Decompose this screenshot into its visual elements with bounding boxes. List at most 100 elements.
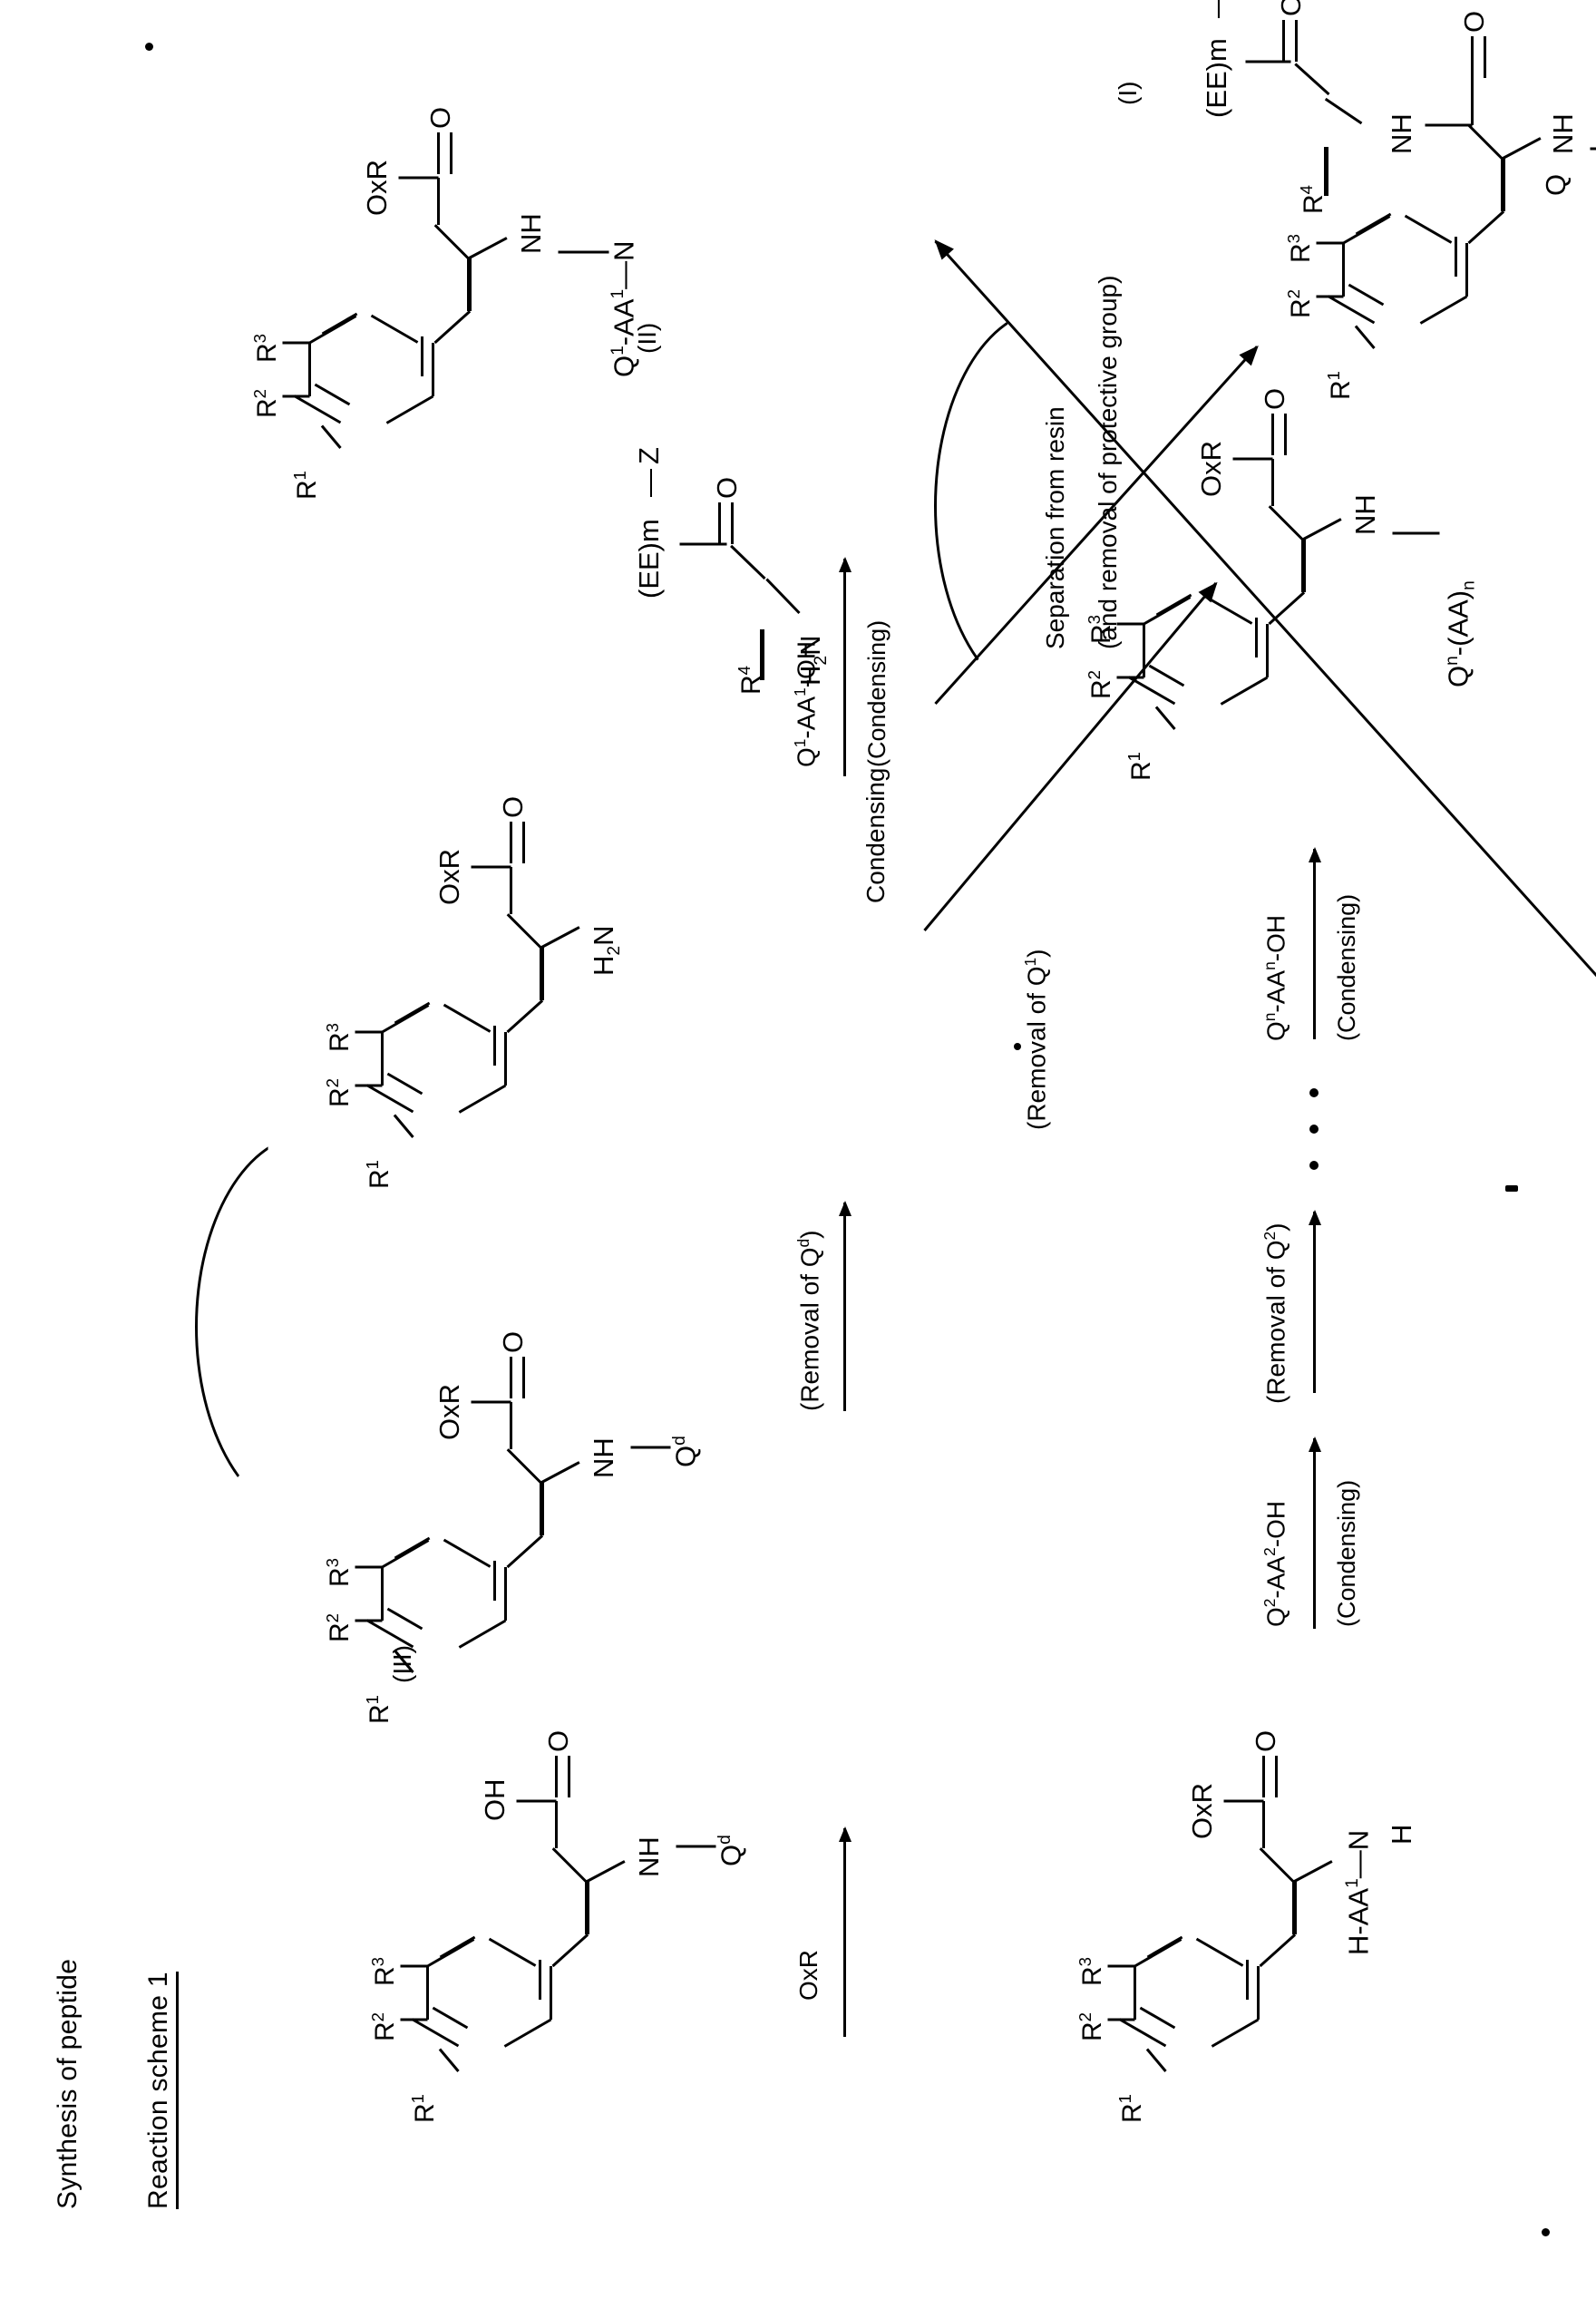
bond-n-alpha2 [1324,97,1363,125]
label-o-7: O [1458,10,1490,33]
bond-co-1 [510,1357,512,1398]
label-oxr-5: OxR [1186,1783,1218,1839]
reagent-condensing-3: (Condensing) [1333,893,1360,1041]
bond-ch2-a [1467,210,1505,245]
bond-co-1 [510,822,512,863]
bond-c-oxr [398,176,439,180]
label-r1: R1 [1124,751,1156,781]
bond-wedge [467,258,472,311]
bond-c-oh [516,1799,557,1803]
bond-alpha-n [540,1461,580,1485]
bond-n-q1aa1 [558,250,609,254]
label-r1: R1 [290,470,322,500]
bond-n-qnaan [1392,531,1440,535]
benzene-ring [365,1536,507,1649]
bond-carbonyl-c [1471,78,1474,125]
bond-co-2 [1284,414,1287,455]
scan-speck [1505,1185,1518,1192]
label-h-aa1-h: H [1386,1824,1417,1845]
label-r2: R2 [368,2011,400,2041]
label-r1: R1 [363,1694,394,1724]
bond-co-1 [437,132,440,174]
label-o-2: O [497,1330,529,1353]
bond-alpha-n [585,1860,626,1884]
bond-carbonyl-c [510,867,512,914]
bond-wedge [1292,1882,1297,1934]
bond-carbonyl-c [1262,1801,1265,1848]
bond-ch2-a [433,310,472,345]
formula-number-ii: (II) [633,322,661,354]
bond-wedge [1301,540,1306,592]
bond-carbonyl-c [437,178,440,225]
bond-ch2-a [506,1534,544,1569]
benzene-ring [365,1001,507,1114]
label-r3: R3 [250,333,282,363]
bond-alpha2-carbonyl [1294,63,1330,96]
label-eem-final: (EE)m [1201,38,1232,118]
benzene-ring [293,312,434,424]
label-r4-final: R4 [1297,184,1328,214]
ellipsis-dot [1309,1088,1319,1097]
label-qd-2: Qd [669,1436,702,1467]
label-z-ii: Z [633,447,665,464]
reagent-oxr: OxR [794,1950,822,2001]
label-r1: R1 [363,1159,394,1189]
bond-ch2-a [1259,1933,1297,1968]
bond-r2 [1107,2018,1135,2021]
label-r2: R2 [1284,288,1316,318]
bond-r3 [1316,241,1344,245]
bond-ch2-a [1268,591,1306,626]
bond-alpha-c [506,1448,542,1485]
label-r1: R1 [408,2093,440,2123]
bond-carbonyl-c [555,1801,558,1848]
scan-speck [145,43,153,51]
label-o-8: O [1275,0,1307,16]
reagent-condensing-1: (Condensing) [863,619,890,767]
bond-r1 [1154,706,1176,730]
label-eem: (EE)m [633,519,665,599]
bond-ch2-a [551,1933,589,1968]
bond-r3 [355,1030,383,1034]
bond-co-1 [731,502,734,544]
label-r2: R2 [250,388,282,418]
bond-alpha-n [1501,137,1542,161]
label-r2: R2 [323,1077,355,1107]
label-qn-aan: Qn-(AA)n [1442,580,1479,687]
bond-ch2-a [506,999,544,1034]
label-q1-aa1: Q1-AA1—N [608,240,640,377]
bond-carbonyl-c [1271,459,1274,506]
label-o-ii: O [711,476,743,499]
bond-c-oxr [1232,457,1273,461]
bond-n-qd [630,1446,671,1449]
bond-n-q [1590,147,1596,151]
label-r2: R2 [1085,669,1116,699]
label-o-3: O [497,795,529,818]
bond-r2 [1116,676,1144,679]
bond-n-alpha [765,578,801,615]
bond-c-eem [679,542,727,546]
arrow-remove-qd [843,1203,846,1411]
ellipsis-dot [1309,1125,1319,1134]
bond-r2 [282,394,310,398]
bond-wedge [585,1882,589,1934]
label-nh-7: NH [1547,113,1579,154]
reagent-remove-qd: (Removal of Qd) [794,1230,824,1411]
label-nh-2: NH [588,1437,619,1478]
bond-alpha-c [1467,124,1504,161]
page-title-reaction-scheme: Reaction scheme 1 [143,1972,179,2209]
bond-co-1 [555,1756,558,1797]
ellipsis-dot [1309,1161,1319,1170]
reagent-condensing-2: (Condensing) [1333,1479,1360,1627]
page-title-synthesis: Synthesis of peptide [53,1958,83,2209]
benzene-ring [1118,1935,1260,2048]
bond-co-2 [1484,36,1486,78]
bond-alpha-c [1268,505,1304,541]
reagent-separation-from-resin: Separation from resin [1041,406,1069,649]
label-r3: R3 [323,1022,355,1052]
bond-alpha-c [1259,1847,1295,1884]
bond-alpha-n [1301,518,1342,541]
bond-co2-2 [1282,20,1285,62]
bond-r1 [320,424,342,449]
bond-alpha-n [467,237,508,260]
bond-c-oxr [471,1400,511,1404]
